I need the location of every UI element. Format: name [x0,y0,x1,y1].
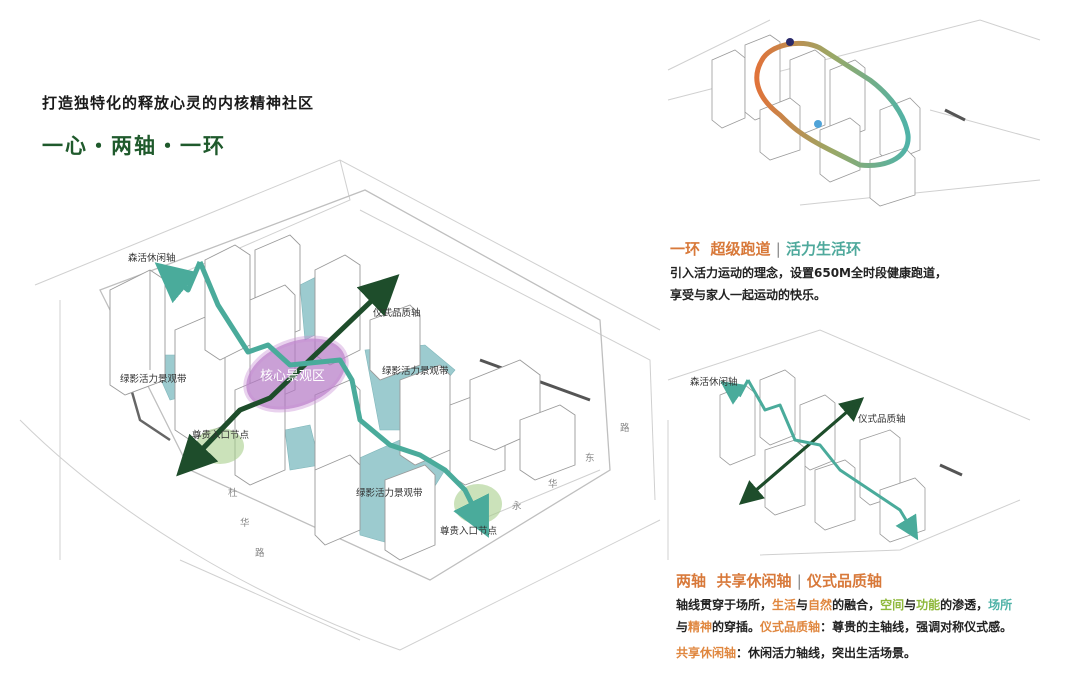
page-subtitle: 一心・两轴・一环 [42,134,226,158]
axis-p2-e: ：尊贵的主轴线，强调对称仪式感。 [820,620,1013,634]
page-title: 打造独特化的释放心灵的内核精神社区 [42,94,315,112]
ring-line-1: 引入活力运动的理念，设置650M全时段健康跑道， [670,266,947,280]
axis-p1-h: 功能 [916,598,941,612]
road-right-char-3: 东 [585,453,595,464]
axis-p2-c: 的穿插。 [712,620,761,634]
ring-mini-diagram [667,19,1041,207]
axis-p2-d: 仪式品质轴 [760,620,821,634]
axis-p1-c: 与 [796,598,809,612]
running-track-ring [754,40,911,168]
axis-heading-c: 仪式品质轴 [807,572,883,590]
label-entry-left: 尊贵入口节点 [192,430,250,441]
road-left-char-1: 杜 [228,488,238,499]
ring-heading-c: 活力生活环 [786,240,862,258]
axis-p1-i: 的渗透， [940,598,989,612]
road-right-char-2: 华 [548,479,558,490]
axis-p1-b: 生活 [772,598,797,612]
axis-heading: 两轴 共享休闲轴 | 仪式品质轴 [676,570,882,591]
ring-heading-b: 超级跑道 [710,240,771,258]
axes-mini-diagram [667,329,1031,560]
axis-p1-e: 的融合， [832,598,881,612]
road-left-char-3: 路 [255,548,265,559]
axis-p3-b: ：休闲活力轴线，突出生活场景。 [736,646,917,660]
forest-leisure-axis-start [154,261,203,304]
road-right-char-1: 永 [512,501,522,512]
mini-label-ceremony-axis: 仪式品质轴 [858,414,906,425]
axis-para-2: 与精神的穿插。仪式品质轴：尊贵的主轴线，强调对称仪式感。 [676,616,1071,638]
axis-p1-f: 空间 [880,598,905,612]
axis-para-3: 共享休闲轴：休闲活力轴线，突出生活场景。 [676,642,1071,664]
label-core-zone: 核心景观区 [260,369,326,384]
ceremony-axis-end [176,408,242,477]
road-left-char-2: 华 [240,518,250,529]
forest-leisure-axis [197,261,489,538]
axis-heading-a: 两轴 [676,572,707,590]
axis-p2-a: 与 [676,620,689,634]
ring-line-2: 享受与家人一起运动的快乐。 [670,288,827,302]
mini-forest-axis [746,379,919,541]
label-entry-right: 尊贵入口节点 [440,526,498,537]
axis-p1-a: 轴线贯穿于场所， [676,598,773,612]
label-green-band-bottom: 绿影活力景观带 [356,488,423,499]
ring-heading: 一环 超级跑道 | 活力生活环 [670,238,861,259]
label-green-band-left: 绿影活力景观带 [120,374,187,385]
label-ceremony-axis: 仪式品质轴 [373,308,421,319]
runner-icon-bottom [814,120,822,128]
axis-p3-a: 共享休闲轴 [676,646,737,660]
mini-label-forest-axis: 森活休闲轴 [690,377,738,388]
ring-heading-a: 一环 [670,240,701,258]
road-right-char-4: 路 [620,423,630,434]
axis-p2-b: 精神 [688,620,713,634]
axis-p1-j: 场所 [988,598,1013,612]
label-forest-axis: 森活休闲轴 [128,253,176,264]
axis-para-1: 轴线贯穿于场所，生活与自然的融合，空间与功能的渗透，场所 [676,594,1071,616]
runner-icon-top [786,38,794,46]
axis-p1-g: 与 [904,598,917,612]
axis-description: 轴线贯穿于场所，生活与自然的融合，空间与功能的渗透，场所 与精神的穿插。仪式品质… [676,594,1071,664]
axis-heading-b: 共享休闲轴 [716,572,792,590]
ring-description: 引入活力运动的理念，设置650M全时段健康跑道， 享受与家人一起运动的快乐。 [670,262,947,306]
ring-heading-sep: | [775,240,781,258]
axis-p1-d: 自然 [808,598,833,612]
axis-heading-sep: | [796,572,802,590]
label-green-band-right: 绿影活力景观带 [382,366,449,377]
